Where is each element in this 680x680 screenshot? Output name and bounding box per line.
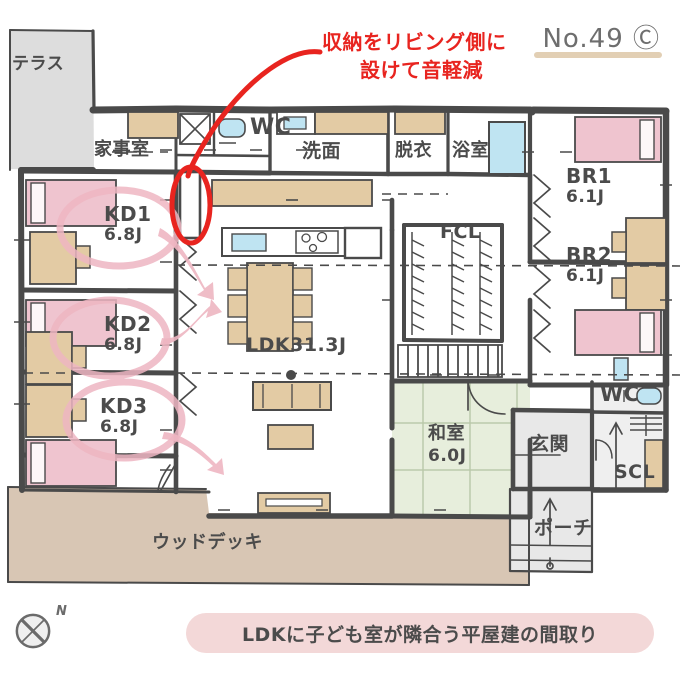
- room-label-genkan: 玄関: [530, 433, 570, 455]
- sink: [283, 116, 307, 130]
- room-label-porch: ポーチ: [534, 517, 593, 539]
- terrace-floor: [9, 30, 94, 170]
- chair: [611, 231, 627, 253]
- counter: [127, 111, 179, 139]
- room-label-scl: SCL: [614, 461, 656, 483]
- kitchen-stove: [295, 230, 339, 254]
- room-label-kd1: KD1: [104, 202, 152, 226]
- room-label-ldk: LDK31.3J: [246, 334, 347, 356]
- flow-arrows: [158, 228, 224, 475]
- room-label-wc1: WC: [250, 115, 292, 140]
- room-label-kd2: KD2: [104, 312, 152, 336]
- bed: [25, 439, 117, 487]
- room-label-wooddeck: ウッドデッキ: [152, 532, 263, 553]
- toilet: [218, 118, 246, 144]
- chair: [611, 277, 627, 299]
- red-note-line1: 収納をリビング側に: [322, 30, 507, 54]
- dining-table: [227, 262, 313, 352]
- tv-unit: [257, 492, 331, 514]
- room-area-kd1: 6.8J: [104, 225, 143, 245]
- kitchen-sink: [231, 233, 267, 252]
- plant-icon: [286, 370, 296, 380]
- toilet: [623, 387, 662, 405]
- bed: [574, 309, 662, 356]
- scl-shelf-icon: [630, 415, 662, 436]
- caption-banner: LDKに子ども室が隣合う平屋建の間取り: [186, 613, 654, 653]
- room-label-senmen: 洗面: [302, 140, 342, 162]
- room-label-datsui: 脱衣: [395, 140, 432, 161]
- coffee-table: [267, 424, 314, 450]
- kitchen-counter: [221, 226, 383, 260]
- interior-walls: [18, 107, 669, 520]
- counter: [314, 111, 389, 135]
- highlight-annotations: [49, 186, 186, 462]
- room-label-terrace: テラス: [12, 54, 65, 74]
- scl-bench: [644, 439, 664, 489]
- room-area-kd3: 6.8J: [100, 417, 139, 437]
- room-label-washitsu: 和室: [428, 423, 465, 444]
- desk: [625, 217, 667, 264]
- room-label-br1: BR1: [566, 164, 613, 188]
- compass-north-label: N: [56, 604, 67, 619]
- bed: [574, 116, 662, 163]
- room-label-yokushitsu: 浴室: [452, 140, 489, 161]
- closet-rod-icon: [411, 232, 493, 335]
- red-note-line2: 設けて音軽減: [360, 58, 483, 82]
- desk: [29, 231, 77, 285]
- room-area-br2: 6.1J: [566, 266, 605, 286]
- page-title: No.49 Ⓒ: [542, 24, 660, 54]
- room-area-kd2: 6.8J: [104, 335, 143, 355]
- window-fixture: [613, 357, 629, 381]
- wall-ticks: [14, 149, 672, 511]
- room-label-kd3: KD3: [100, 394, 148, 418]
- floor-fills: [8, 30, 665, 585]
- red-annotation: [169, 49, 323, 246]
- desk: [25, 331, 73, 385]
- caption-text: LDKに子ども室が隣合う平屋建の間取り: [241, 623, 599, 646]
- compass-icon: [15, 613, 51, 649]
- room-label-br2: BR2: [566, 243, 613, 267]
- room-area-washitsu: 6.0J: [428, 446, 467, 466]
- wood-deck-floor: [8, 487, 530, 585]
- sofa: [252, 370, 332, 411]
- tatami-floor: [392, 381, 530, 516]
- counter: [394, 111, 446, 135]
- counter: [211, 179, 373, 207]
- furniture-group: [25, 111, 667, 514]
- room-area-br1: 6.1J: [566, 187, 605, 207]
- room-label-fcl: FCL: [440, 221, 481, 243]
- room-label-kajishitsu: 家事室: [94, 139, 150, 160]
- dashed-guides: [24, 151, 680, 440]
- refrigerator: [343, 226, 383, 260]
- stairs-icon: [397, 344, 503, 378]
- room-label-wc2: WC: [600, 382, 640, 406]
- genkan-floor: [513, 410, 592, 489]
- title-underline: [534, 52, 662, 58]
- desk: [625, 264, 667, 311]
